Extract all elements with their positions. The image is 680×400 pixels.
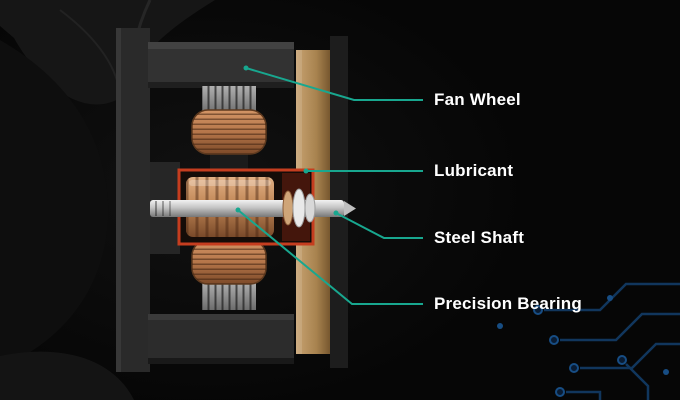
callout-anchor-precision-bearing xyxy=(235,207,241,213)
stator-top xyxy=(191,86,267,174)
callout-anchor-lubricant xyxy=(303,168,309,174)
callout-anchor-fan-wheel xyxy=(243,65,249,71)
callout-label-precision-bearing: Precision Bearing xyxy=(434,294,582,313)
callout-line-fan-wheel xyxy=(245,67,423,101)
callout-label-steel-shaft: Steel Shaft xyxy=(434,228,525,247)
steel-shaft-part xyxy=(150,188,356,228)
callout-line-steel-shaft xyxy=(335,212,423,239)
callout-line-precision-bearing xyxy=(237,209,423,305)
callout-lines xyxy=(235,65,423,305)
stator-bottom xyxy=(191,232,267,310)
callout-label-lubricant: Lubricant xyxy=(434,161,514,180)
callout-label-fan-wheel: Fan Wheel xyxy=(434,90,521,109)
callout-anchor-steel-shaft xyxy=(333,210,339,216)
circuit-traces xyxy=(497,282,680,400)
